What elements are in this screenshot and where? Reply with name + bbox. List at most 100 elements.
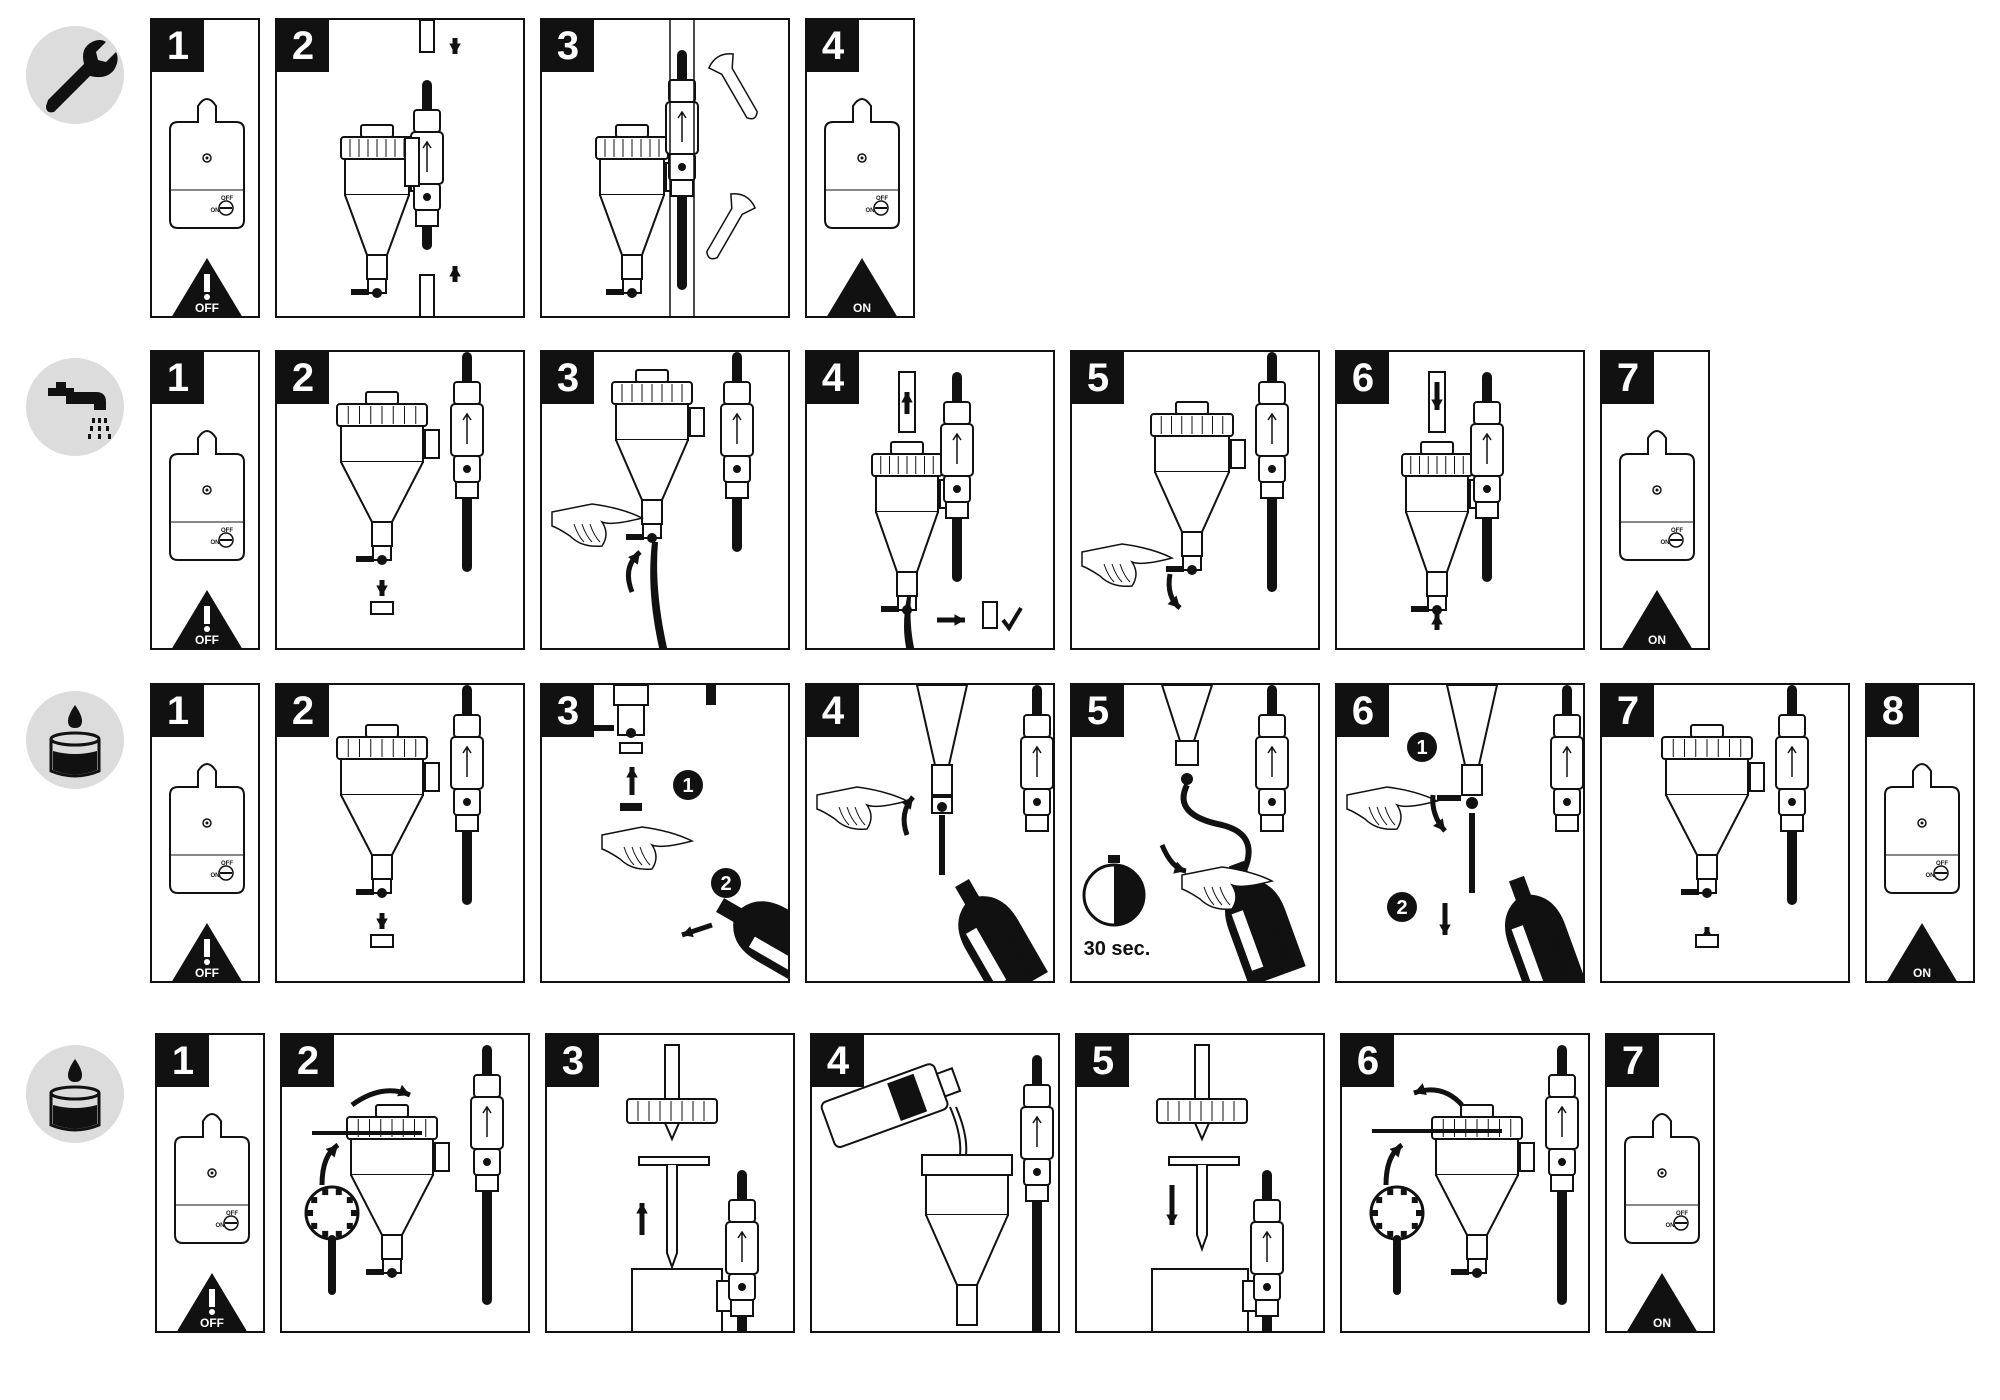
step-number: 5 — [1072, 685, 1124, 737]
step-panel-install-2: 2 — [275, 18, 525, 318]
svg-text:ON: ON — [866, 208, 875, 214]
dose-icon — [26, 691, 124, 789]
svg-text:ON: ON — [1661, 540, 1670, 546]
svg-text:OFF: OFF — [221, 528, 233, 534]
step-illustration — [1369, 1045, 1579, 1305]
step-illustration — [871, 371, 1023, 648]
step-number: 4 — [807, 352, 859, 404]
step-illustration — [304, 1045, 504, 1305]
step-panel-dose-bottle-6: 6 — [1340, 1033, 1590, 1333]
step-illustration — [551, 352, 754, 648]
step-number: 7 — [1602, 685, 1654, 737]
step-panel-flush-5: 5 — [1070, 350, 1320, 650]
step-number: 8 — [1867, 685, 1919, 737]
svg-text:1: 1 — [682, 775, 693, 797]
step-number: 3 — [542, 20, 594, 72]
step-panel-flush-4: 4 — [805, 350, 1055, 650]
dial — [218, 200, 234, 216]
badge-text: ON — [853, 301, 871, 315]
step-number: 1 — [152, 20, 204, 72]
wrench-icon — [26, 26, 124, 124]
step-panel-install-3: 3 — [540, 18, 790, 318]
svg-text:OFF: OFF — [1671, 528, 1683, 534]
step-illustration — [1661, 685, 1809, 948]
svg-text:ON: ON — [211, 540, 220, 546]
step-number: 6 — [1337, 352, 1389, 404]
dose-icon — [26, 1045, 124, 1143]
step-number: 3 — [542, 685, 594, 737]
step-number: 4 — [807, 685, 859, 737]
boiler — [174, 1113, 250, 1244]
step-number: 4 — [812, 1035, 864, 1087]
step-panel-dose-bottle-4: 4 — [810, 1033, 1060, 1333]
step-number: 2 — [282, 1035, 334, 1087]
badge-text: OFF — [200, 1316, 224, 1330]
dial — [873, 200, 889, 216]
dial — [1933, 865, 1949, 881]
boiler — [169, 98, 245, 229]
step-illustration: 30 sec.Fernox — [1082, 685, 1306, 981]
step-illustration — [1081, 352, 1289, 610]
step-panel-dose-bottle-2: 2 — [280, 1033, 530, 1333]
step-panel-dose-bottle-3: 3 — [545, 1033, 795, 1333]
step-panel-dose-express-2: 2 — [275, 683, 525, 983]
step-number: 3 — [547, 1035, 599, 1087]
step-number: 2 — [277, 352, 329, 404]
boiler — [169, 763, 245, 894]
dial — [218, 532, 234, 548]
badge-text: ON — [1913, 966, 1931, 980]
step-panel-dose-express-7: 7 — [1600, 683, 1850, 983]
step-illustration — [626, 1044, 759, 1331]
step-illustration — [336, 685, 484, 948]
badge-text: OFF — [195, 301, 219, 315]
dial — [1668, 532, 1684, 548]
svg-text:OFF: OFF — [876, 196, 888, 202]
step-illustration — [595, 20, 758, 316]
svg-text:OFF: OFF — [221, 861, 233, 867]
row-dose-express: OFFONOFF1212Fernox3Fernox430 sec.Fernox5… — [0, 683, 2000, 983]
step-number: 5 — [1077, 1035, 1129, 1087]
dial — [1673, 1215, 1689, 1231]
badge-text: ON — [1653, 1316, 1671, 1330]
svg-text:ON: ON — [1666, 1223, 1675, 1229]
step-number: 3 — [542, 352, 594, 404]
svg-text:1: 1 — [1416, 737, 1427, 759]
tap-icon — [26, 358, 124, 456]
dial — [218, 865, 234, 881]
boiler — [1624, 1113, 1700, 1244]
svg-text:2: 2 — [720, 873, 731, 895]
badge-text: OFF — [195, 966, 219, 980]
step-number: 2 — [277, 20, 329, 72]
step-panel-dose-bottle-5: 5 — [1075, 1033, 1325, 1333]
step-panel-flush-3: 3 — [540, 350, 790, 650]
step-number: 6 — [1337, 685, 1389, 737]
svg-text:ON: ON — [1926, 873, 1935, 879]
step-illustration — [820, 1055, 1054, 1331]
svg-text:OFF: OFF — [221, 196, 233, 202]
svg-text:OFF: OFF — [226, 1211, 238, 1217]
step-panel-flush-2: 2 — [275, 350, 525, 650]
step-illustration: Fernox — [816, 685, 1053, 981]
step-number: 2 — [277, 685, 329, 737]
svg-text:OFF: OFF — [1936, 861, 1948, 867]
svg-text:ON: ON — [211, 873, 220, 879]
step-panel-dose-express-3: 12Fernox3 — [540, 683, 790, 983]
svg-text:ON: ON — [211, 208, 220, 214]
